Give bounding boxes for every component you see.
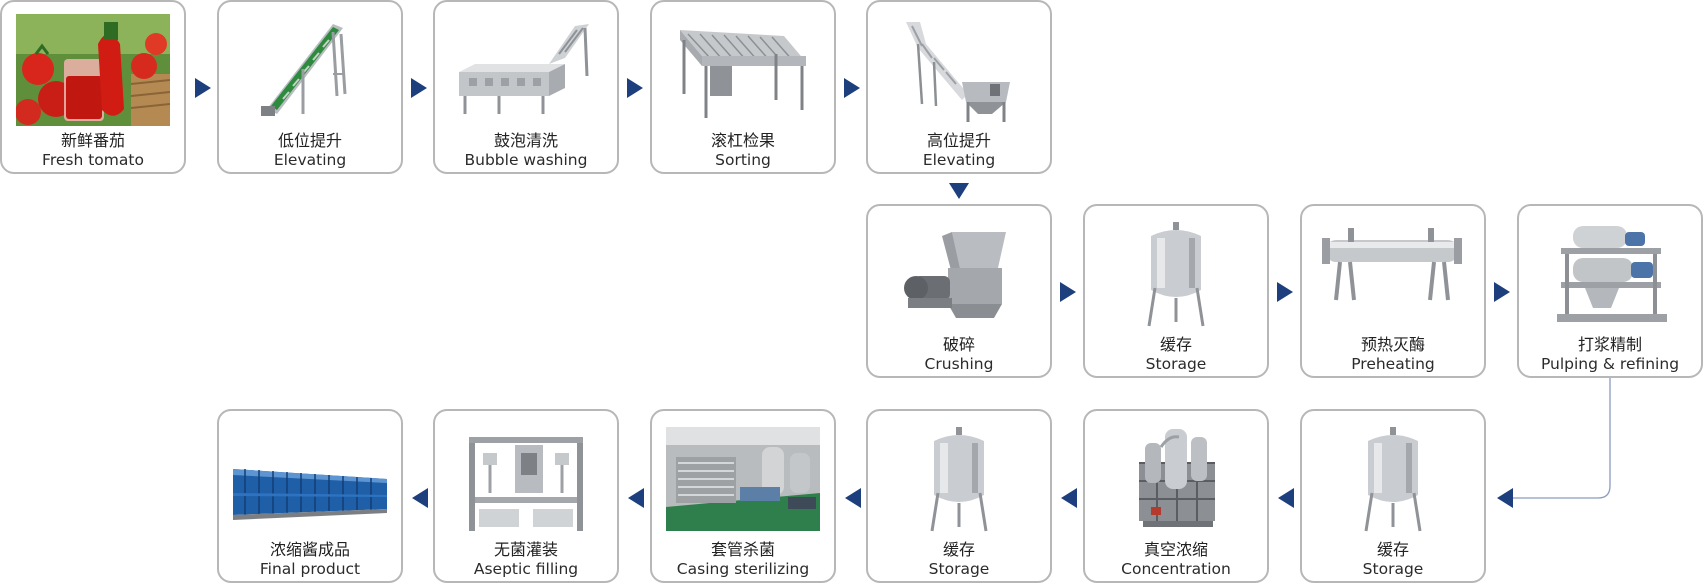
step-label-cn: 缓存 [1376, 540, 1409, 559]
arrow-right-icon [1060, 282, 1076, 302]
step-label-cn: 套管杀菌 [710, 540, 775, 559]
arrow-down-icon [949, 183, 969, 199]
arrow-right-icon [411, 78, 427, 98]
arrow-right-icon [195, 78, 211, 98]
conveyor-elevator-icon [233, 14, 387, 126]
storage-tank-icon [882, 423, 1036, 535]
arrow-left-icon [412, 488, 428, 508]
evaporator-icon [1099, 423, 1253, 535]
arrow-right-icon [1277, 282, 1293, 302]
step-storage-1: 缓存 Storage [1083, 204, 1269, 378]
storage-tank-icon [1316, 423, 1470, 535]
step-label-cn: 破碎 [942, 335, 975, 354]
step-label-cn: 鼓泡清洗 [493, 131, 558, 150]
step-casing-sterilizing: 套管杀菌 Casing sterilizing [650, 409, 836, 583]
tomato-photo-icon [16, 14, 170, 126]
step-label-en: Elevating [922, 151, 996, 169]
roller-sorter-icon [666, 14, 820, 126]
step-label-en: Final product [259, 560, 361, 578]
arrow-left-icon [1061, 488, 1077, 508]
step-label-cn: 低位提升 [277, 131, 342, 150]
step-concentration: 真空浓缩 Concentration [1083, 409, 1269, 583]
step-sorting: 滚杠检果 Sorting [650, 0, 836, 174]
pulper-icon [1533, 218, 1687, 330]
step-high-elevating: 高位提升 Elevating [866, 0, 1052, 174]
step-label-cn: 缓存 [1159, 335, 1192, 354]
step-label-en: Fresh tomato [42, 151, 144, 169]
step-label-cn: 缓存 [942, 540, 975, 559]
step-label-en: Casing sterilizing [676, 560, 810, 578]
step-label-cn: 打浆精制 [1577, 335, 1642, 354]
step-label-cn: 高位提升 [926, 131, 991, 150]
step-label-en: Aseptic filling [473, 560, 579, 578]
crusher-icon [882, 218, 1036, 330]
arrow-left-icon [845, 488, 861, 508]
step-preheating: 预热灭酶 Preheating [1300, 204, 1486, 378]
aseptic-filler-icon [449, 423, 603, 535]
step-label-en: Storage [1145, 355, 1207, 373]
step-storage-3: 缓存 Storage [866, 409, 1052, 583]
step-label-cn: 浓缩酱成品 [269, 540, 350, 559]
step-fresh-tomato: 新鲜番茄 Fresh tomato [0, 0, 186, 174]
sterilizer-plant-icon [666, 427, 820, 531]
step-label-cn: 新鲜番茄 [60, 131, 125, 150]
washing-machine-icon [449, 14, 603, 126]
step-label-cn: 预热灭酶 [1360, 335, 1425, 354]
step-aseptic-filling: 无菌灌装 Aseptic filling [433, 409, 619, 583]
step-final-product: 浓缩酱成品 Final product [217, 409, 403, 583]
step-label-en: Elevating [273, 151, 347, 169]
arrow-left-icon [1278, 488, 1294, 508]
drums-icon [233, 423, 387, 535]
arrow-left-icon [1497, 488, 1513, 508]
step-pulping: 打浆精制 Pulping & refining [1517, 204, 1703, 378]
step-label-en: Pulping & refining [1540, 355, 1680, 373]
step-low-elevating: 低位提升 Elevating [217, 0, 403, 174]
step-label-cn: 无菌灌装 [493, 540, 558, 559]
high-elevator-icon [882, 14, 1036, 126]
step-label-en: Crushing [924, 355, 994, 373]
arrow-right-icon [627, 78, 643, 98]
step-label-en: Bubble washing [464, 151, 588, 169]
storage-tank-icon [1099, 218, 1253, 330]
tube-preheater-icon [1316, 218, 1470, 330]
step-label-en: Concentration [1121, 560, 1231, 578]
step-crushing: 破碎 Crushing [866, 204, 1052, 378]
step-bubble-washing: 鼓泡清洗 Bubble washing [433, 0, 619, 174]
arrow-right-icon [844, 78, 860, 98]
step-label-cn: 滚杠检果 [710, 131, 775, 150]
step-label-en: Storage [928, 560, 990, 578]
arrow-right-icon [1494, 282, 1510, 302]
step-storage-2: 缓存 Storage [1300, 409, 1486, 583]
step-label-en: Storage [1362, 560, 1424, 578]
arrow-left-icon [628, 488, 644, 508]
step-label-en: Preheating [1351, 355, 1435, 373]
step-label-en: Sorting [715, 151, 771, 169]
step-label-cn: 真空浓缩 [1143, 540, 1208, 559]
